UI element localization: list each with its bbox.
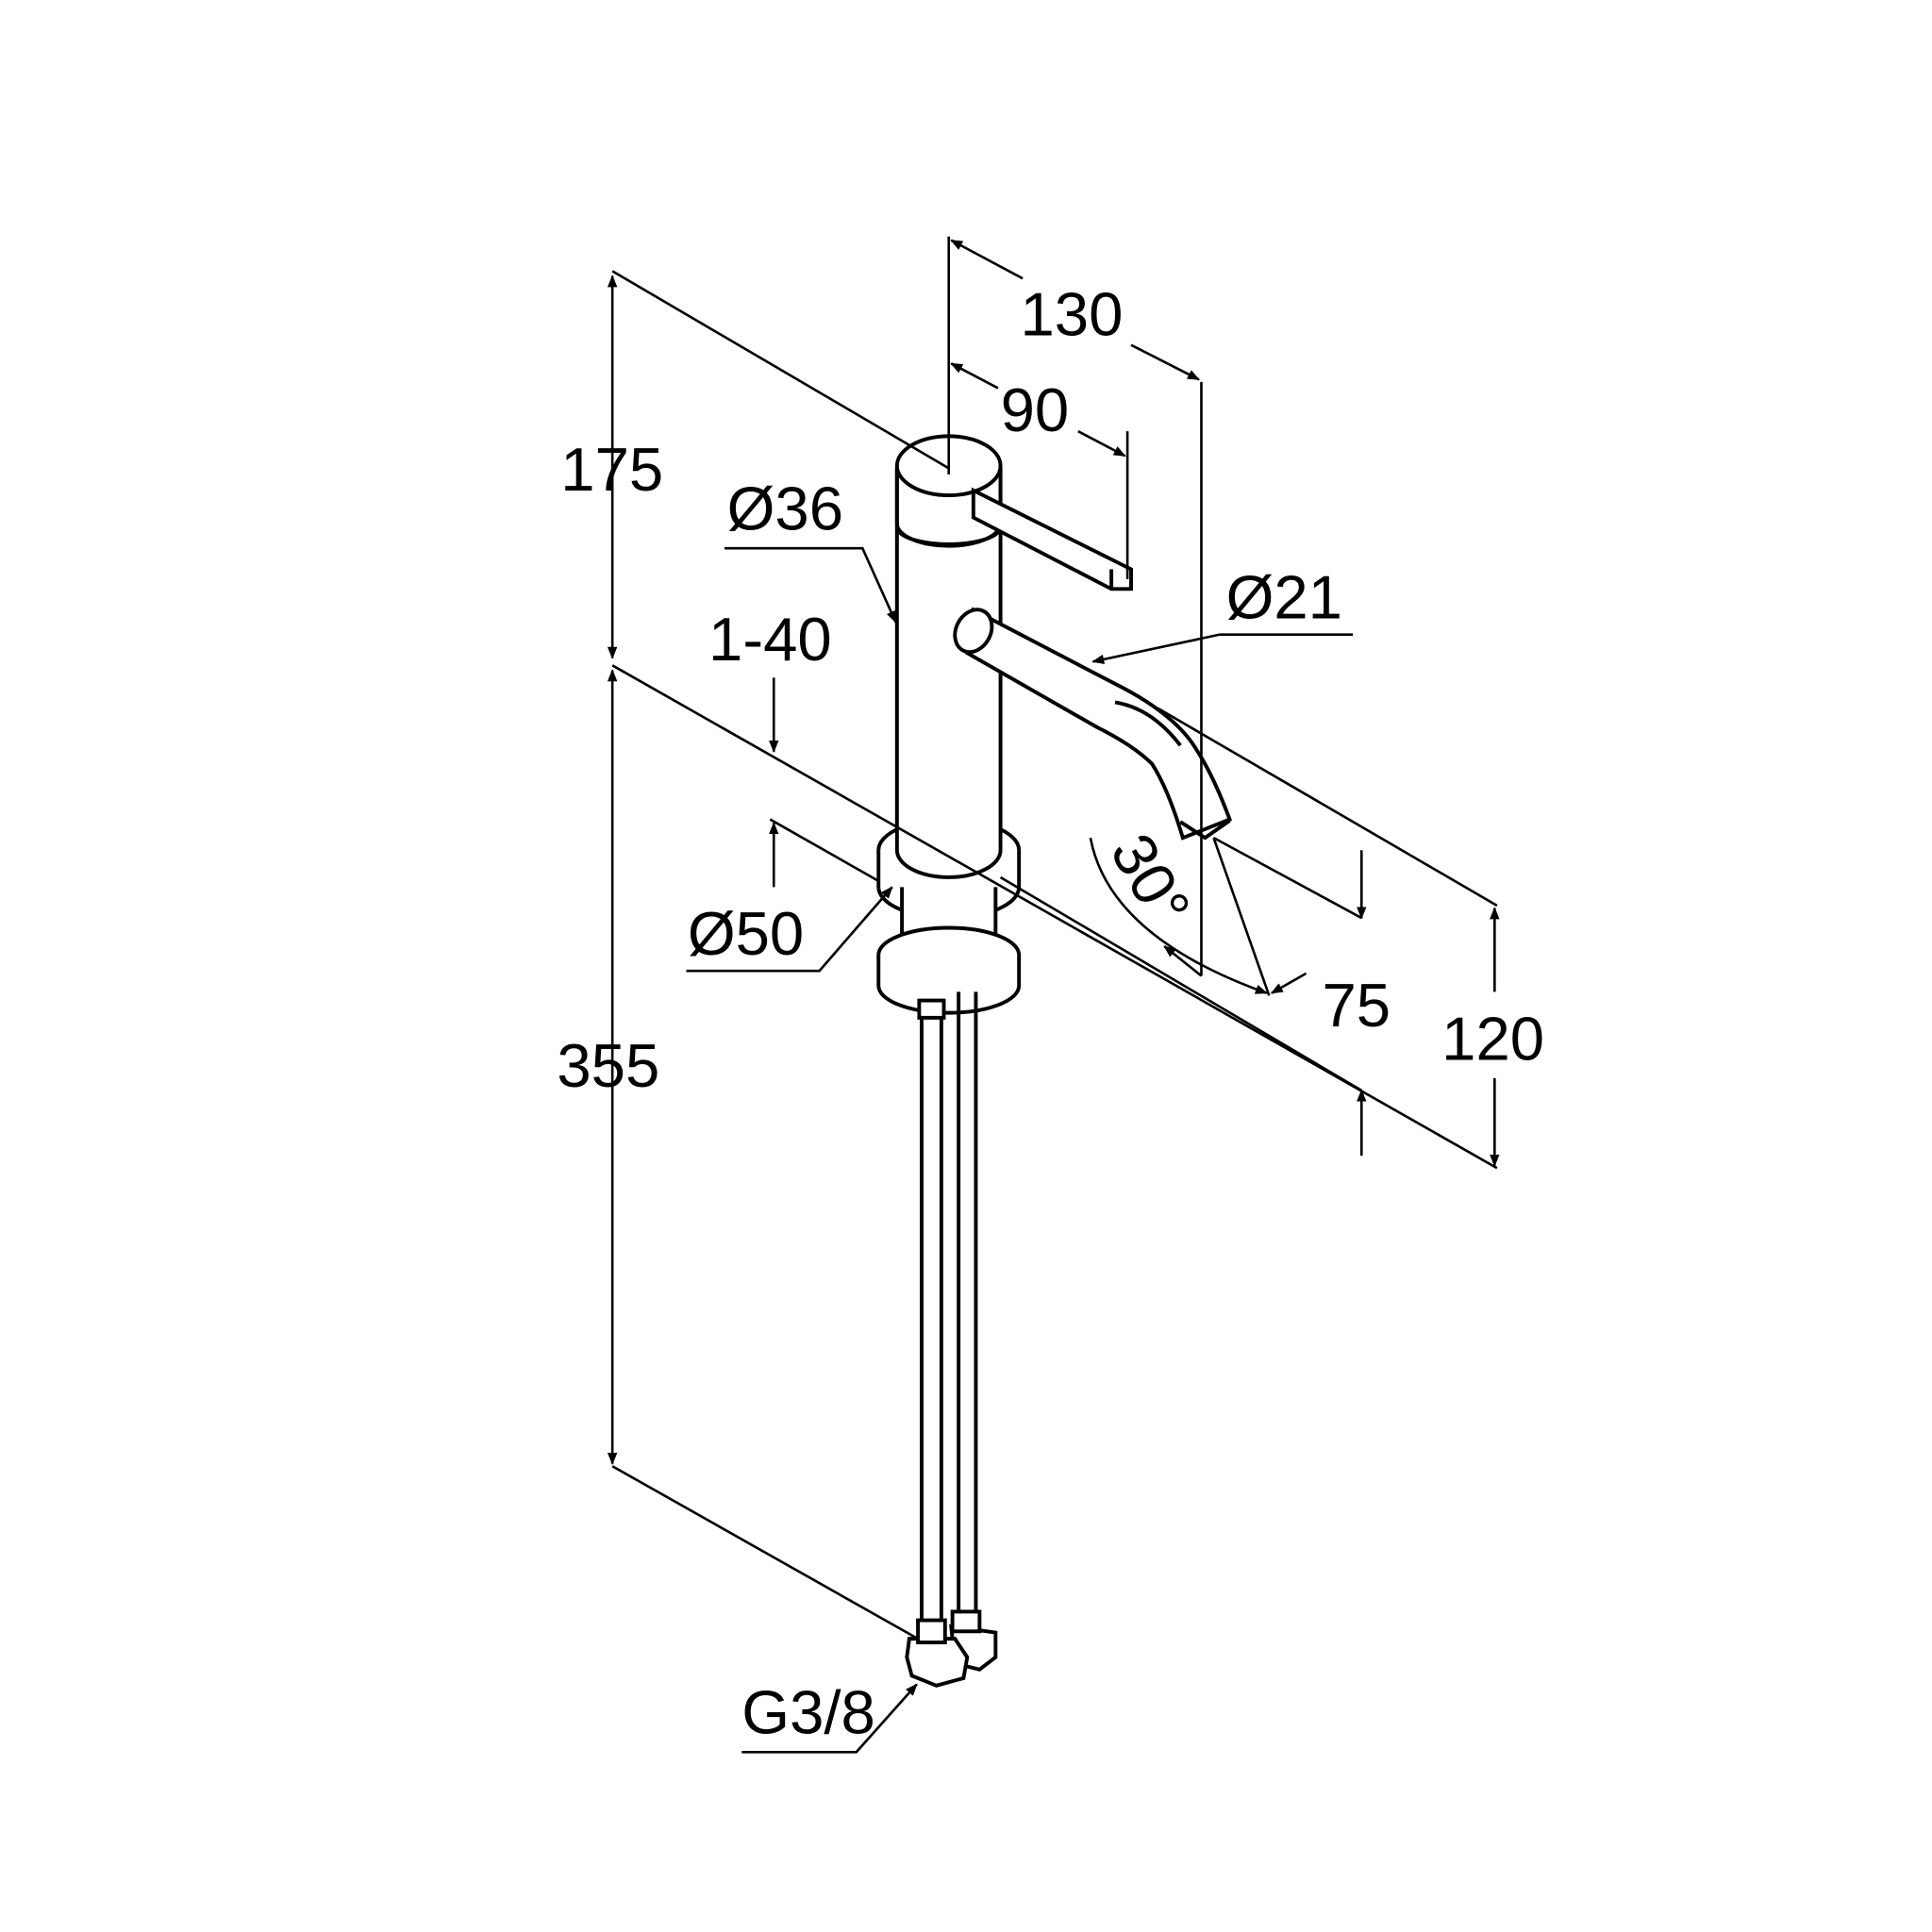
dim-deck-thickness: 1-40 [708,605,832,674]
supply-hoses [905,991,998,1688]
dim-angle: 30° [1097,823,1204,938]
dim-spout-diameter: Ø21 [1226,563,1342,632]
faucet-body [876,434,1022,1015]
spout [953,607,1233,841]
dimension-lines [607,236,1500,1754]
dim-175: 175 [560,435,663,504]
dim-120: 120 [1441,1004,1544,1073]
lever-handle [971,487,1133,591]
dim-body-diameter: Ø36 [727,475,843,543]
dim-75: 75 [1322,971,1391,1040]
dim-90: 90 [1001,375,1070,444]
dim-connection-thread: G3/8 [741,1678,875,1747]
dim-base-diameter: Ø50 [688,899,804,968]
dim-355: 355 [557,1031,659,1100]
dim-130: 130 [1020,279,1123,348]
